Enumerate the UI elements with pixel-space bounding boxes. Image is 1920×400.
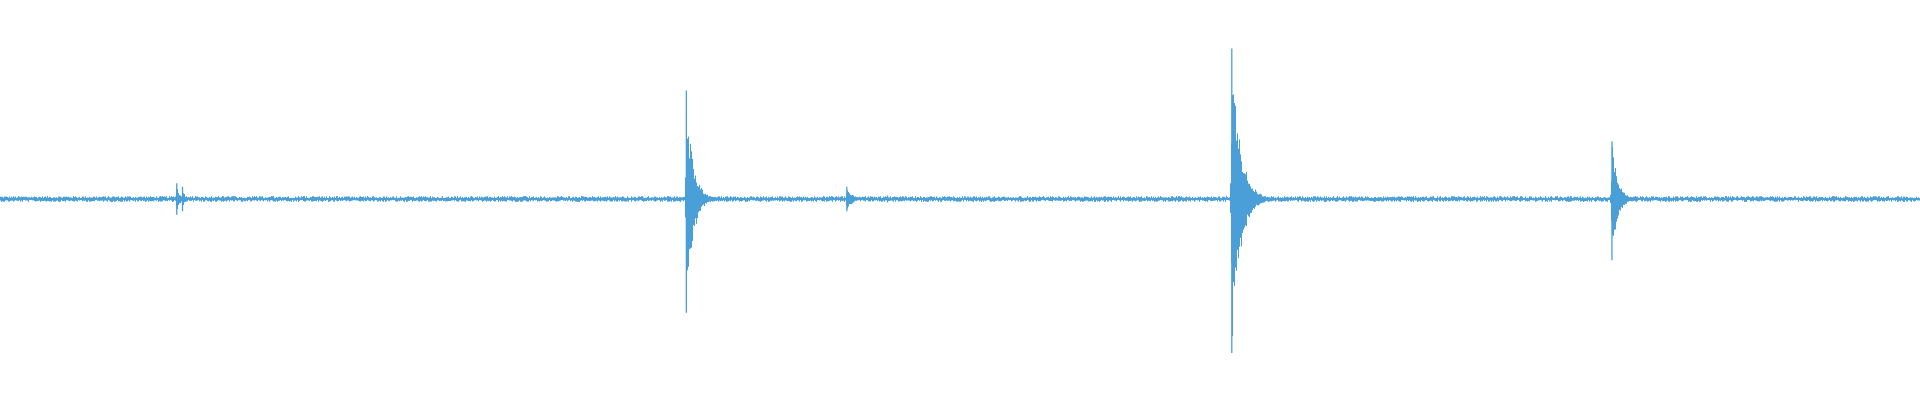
waveform-trace (0, 94, 1920, 337)
waveform-samples (0, 48, 1920, 353)
